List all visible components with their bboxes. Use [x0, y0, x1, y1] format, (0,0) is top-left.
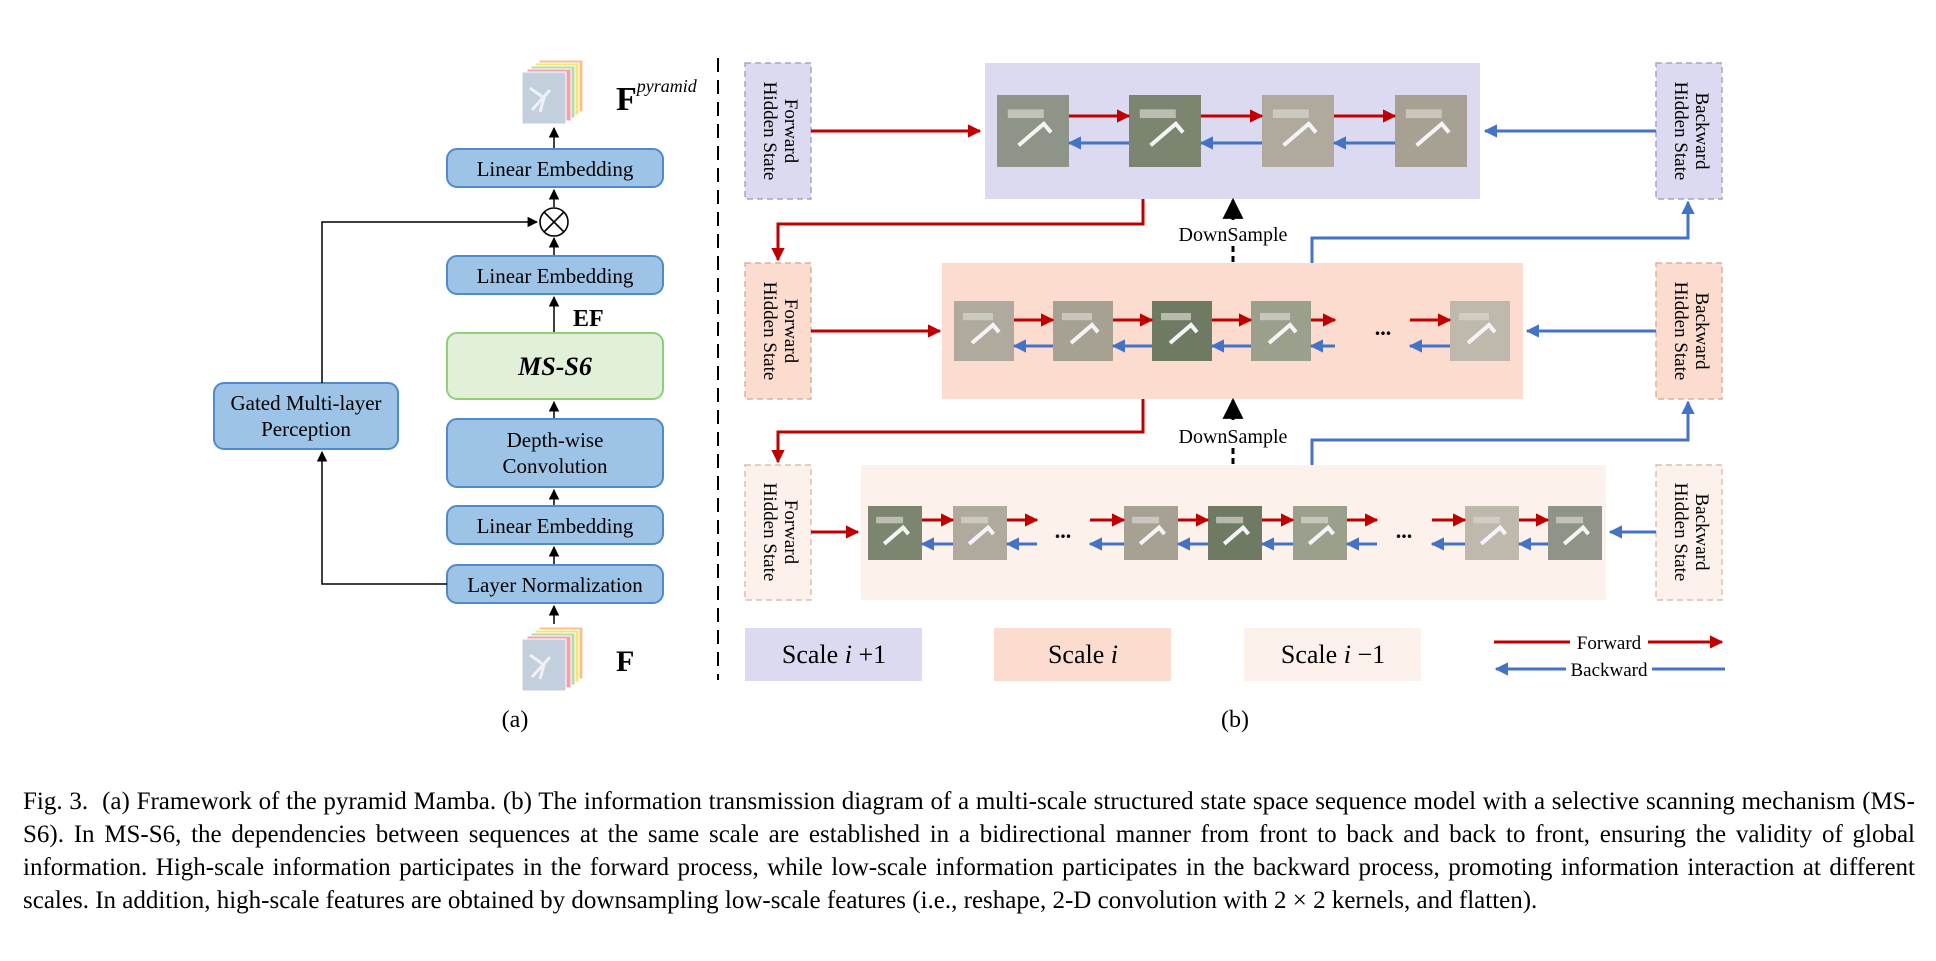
downsample-label-lower: DownSample — [1179, 426, 1288, 448]
forward-cross-scale-top-to-mid — [771, 199, 1145, 262]
legend-scale-mid-label: Scale i — [1048, 640, 1118, 669]
patch-mid-3 — [1152, 301, 1212, 361]
patch-top-2 — [1129, 95, 1201, 167]
svg-text:Backward: Backward — [1691, 92, 1712, 170]
patch-sequences: ......... — [868, 95, 1602, 560]
ellipsis-bot-1: ... — [1055, 518, 1072, 543]
ef-label: EF — [573, 306, 604, 332]
scale-mid-region — [942, 263, 1523, 399]
backward-cross-scale-bot-to-mid — [1310, 400, 1695, 465]
backward-cross-scale-mid-to-top — [1310, 200, 1695, 263]
gated-mlp-block — [213, 382, 399, 450]
feature-input-stack-icon — [521, 626, 584, 692]
linear-embedding-bottom-block — [446, 505, 664, 545]
patch-mid-4 — [1251, 301, 1311, 361]
linear-embedding-bottom-label: Linear Embedding — [477, 514, 634, 538]
elementwise-multiply-icon — [539, 207, 569, 237]
svg-text:Hidden State: Hidden State — [759, 282, 780, 381]
patch-bot-3 — [1124, 506, 1178, 560]
ms-s6-block — [446, 332, 664, 400]
legend-scale-mid-swatch — [994, 628, 1171, 681]
depthwise-conv-block — [446, 418, 664, 488]
gated-mlp-label-line1: Gated Multi-layer — [230, 391, 381, 415]
patch-mid-1 — [954, 301, 1014, 361]
forward-hidden-state-bot: Forward Hidden State — [744, 464, 812, 601]
panel-b-label: (b) — [1221, 707, 1249, 733]
depthwise-conv-label-line2: Convolution — [502, 454, 608, 478]
legend-scale-bot-label: Scale i −1 — [1281, 640, 1385, 669]
ellipsis-bot-2: ... — [1396, 518, 1413, 543]
depthwise-conv-label-line1: Depth-wise — [507, 428, 604, 452]
backward-hidden-state-top: Backward Hidden State — [1655, 62, 1723, 200]
legend-scale-bot-swatch — [1244, 628, 1421, 681]
linear-embedding-mid-block — [446, 255, 664, 295]
patch-bot-4 — [1208, 506, 1262, 560]
layer-norm-label: Layer Normalization — [467, 573, 643, 597]
forward-hidden-state-mid: Forward Hidden State — [744, 262, 812, 400]
patch-top-1 — [997, 95, 1069, 167]
ms-s6-label: MS-S6 — [517, 352, 592, 381]
forward-hidden-state-top: Forward Hidden State — [744, 62, 812, 200]
svg-text:Backward: Backward — [1691, 292, 1712, 370]
gated-mlp-label-line2: Perception — [261, 417, 351, 441]
forward-cross-scale-mid-to-bot — [771, 399, 1145, 464]
svg-text:Backward: Backward — [1691, 493, 1712, 571]
svg-text:Hidden State: Hidden State — [759, 82, 780, 181]
f-pyramid-label: Fpyramid — [616, 76, 698, 118]
feature-pyramid-stack-icon — [521, 59, 584, 125]
svg-text:Forward: Forward — [780, 299, 801, 364]
patch-bot-6 — [1465, 506, 1519, 560]
svg-text:Hidden State: Hidden State — [1670, 483, 1691, 582]
linear-embedding-mid-label: Linear Embedding — [477, 264, 634, 288]
svg-text:Hidden State: Hidden State — [1670, 82, 1691, 181]
legend: Scale i +1 Scale i Scale i −1 Forward Ba… — [745, 628, 1725, 681]
patch-top-3 — [1262, 95, 1334, 167]
panel-a: Fpyramid Linear Embedding Linear Embeddi… — [213, 59, 698, 733]
patch-bot-7 — [1548, 506, 1602, 560]
svg-text:Hidden State: Hidden State — [759, 483, 780, 582]
legend-backward-label: Backward — [1570, 660, 1648, 681]
legend-scale-top-label: Scale i +1 — [782, 640, 886, 669]
patch-mid-5 — [1450, 301, 1510, 361]
legend-scale-top-swatch — [745, 628, 922, 681]
patch-bot-1 — [868, 506, 922, 560]
f-input-label: F — [616, 645, 634, 678]
figure-caption: Fig. 3.(a) Framework of the pyramid Mamb… — [23, 785, 1915, 917]
legend-forward-label: Forward — [1577, 633, 1642, 654]
svg-text:Forward: Forward — [780, 99, 801, 164]
caption-figure-label: Fig. 3. — [23, 788, 89, 815]
panel-b: Forward Hidden State Forward Hidden Stat… — [744, 62, 1725, 733]
svg-text:Forward: Forward — [780, 500, 801, 565]
ellipsis-mid: ... — [1375, 315, 1392, 340]
linear-embedding-top-block — [446, 148, 664, 188]
backward-hidden-state-mid: Backward Hidden State — [1655, 262, 1723, 400]
panel-a-label: (a) — [502, 707, 529, 733]
backward-hidden-state-bot: Backward Hidden State — [1655, 464, 1723, 601]
linear-embedding-top-label: Linear Embedding — [477, 157, 634, 181]
patch-top-4 — [1395, 95, 1467, 167]
patch-mid-2 — [1053, 301, 1113, 361]
patch-bot-5 — [1293, 506, 1347, 560]
downsample-label-upper: DownSample — [1179, 224, 1288, 246]
svg-text:Hidden State: Hidden State — [1670, 282, 1691, 381]
caption-text: (a) Framework of the pyramid Mamba. (b) … — [23, 788, 1915, 914]
patch-bot-2 — [953, 506, 1007, 560]
